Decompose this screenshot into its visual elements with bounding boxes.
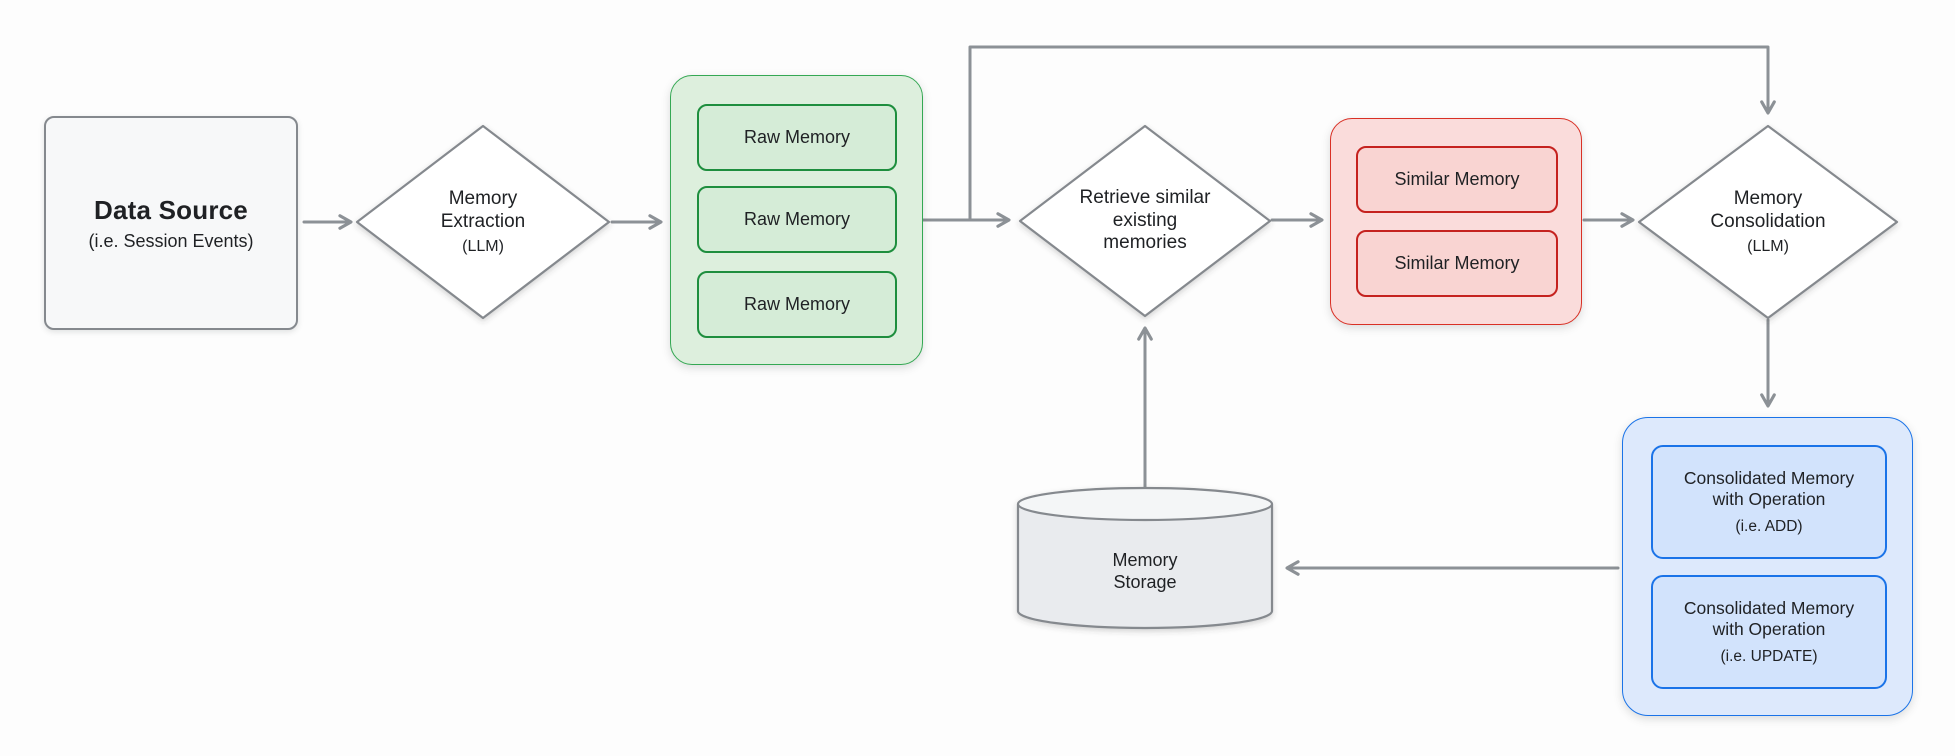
memory-storage-cylinder-icon [1016,486,1274,630]
cylinder-top [1016,486,1274,522]
arrow-feedback-top-to-consolidation [968,45,1776,221]
retrieve-memories-diamond [1018,124,1272,318]
cylinder-body [1016,504,1274,630]
memory-consolidation-diamond [1637,124,1899,320]
memory-extraction-diamond [355,124,611,320]
